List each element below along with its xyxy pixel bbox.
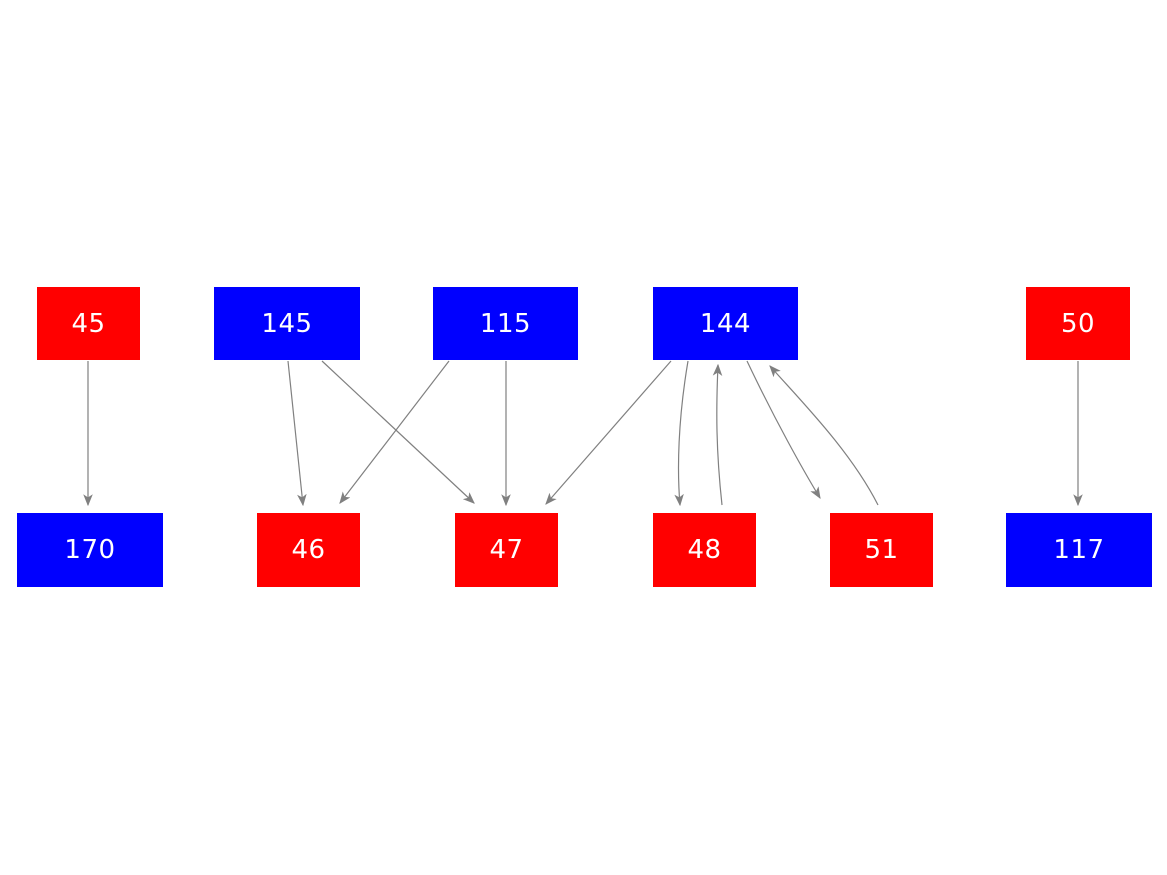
graph-node-label: 48 — [687, 535, 722, 565]
graph-edge-115-to-46 — [339, 360, 450, 504]
graph-edge-144-to-47 — [545, 360, 672, 505]
graph-edge-145-to-47 — [321, 360, 475, 504]
graph-edge-48-to-144 — [712, 363, 723, 506]
graph-node-label: 45 — [71, 308, 106, 339]
graph-node-label: 50 — [1060, 308, 1096, 339]
graph-node-label: 46 — [291, 535, 326, 565]
graph-edge-144-to-51 — [746, 360, 821, 500]
graph-edge-145-to-46 — [287, 360, 307, 507]
graph-node-45[interactable]: 45 — [37, 287, 140, 360]
graph-node-label: 115 — [479, 308, 532, 339]
graph-node-47[interactable]: 47 — [455, 513, 558, 587]
graph-edge-51-to-144 — [769, 365, 879, 506]
graph-node-170[interactable]: 170 — [17, 513, 163, 587]
graph-edge-144-to-48 — [674, 360, 689, 507]
graph-node-label: 47 — [489, 535, 524, 565]
graph-node-label: 51 — [864, 535, 899, 565]
graph-node-label: 117 — [1053, 535, 1105, 565]
graph-node-label: 145 — [261, 308, 313, 339]
graph-node-46[interactable]: 46 — [257, 513, 360, 587]
graph-node-50[interactable]: 50 — [1026, 287, 1130, 360]
graph-node-145[interactable]: 145 — [214, 287, 360, 360]
graph-node-117[interactable]: 117 — [1006, 513, 1152, 587]
edges-group — [83, 360, 1083, 507]
graph-node-label: 170 — [64, 535, 116, 565]
graph-node-51[interactable]: 51 — [830, 513, 933, 587]
graph-node-115[interactable]: 115 — [433, 287, 578, 360]
graph-node-label: 144 — [699, 308, 752, 339]
graph-node-144[interactable]: 144 — [653, 287, 798, 360]
graph-node-48[interactable]: 48 — [653, 513, 756, 587]
